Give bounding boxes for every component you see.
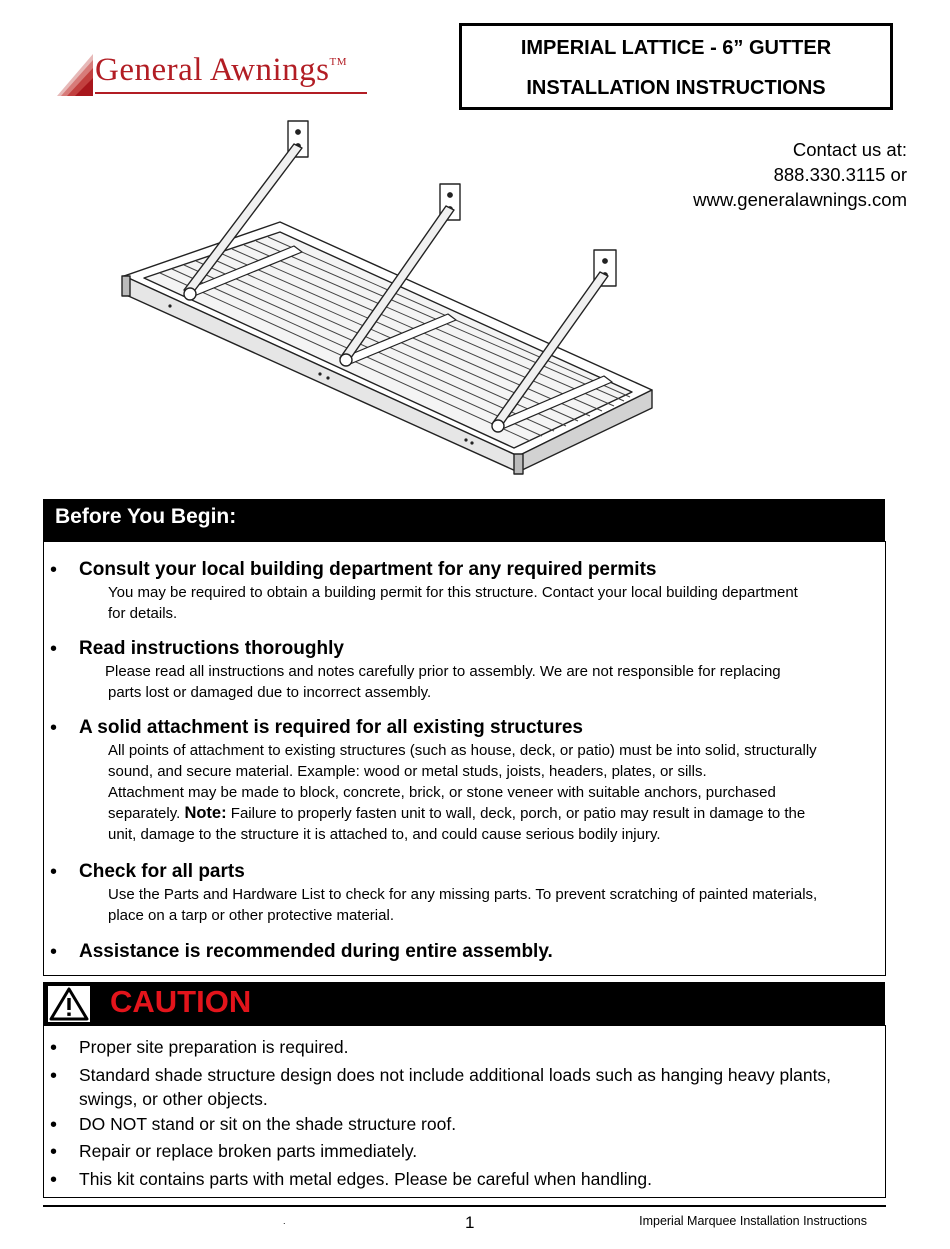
logo-wordmark: General AwningsTM [95,52,348,88]
document-title-box: IMPERIAL LATTICE - 6” GUTTER INSTALLATIO… [459,23,893,110]
caution-panel [43,1025,886,1198]
caution-header [43,982,885,1026]
caution-item-edges: This kit contains parts with metal edges… [79,1169,652,1189]
item-assistance-title: Assistance is recommended during entire … [79,941,553,962]
item-permits-text: You may be required to obtain a building… [108,584,798,622]
caution-title: CAUTION [110,984,252,1019]
warning-triangle-icon [48,986,90,1022]
caution-item-loads: Standard shade structure design does not… [79,1065,832,1109]
caution-item-site: Proper site preparation is required. [79,1037,349,1057]
bullet-icon: • [50,638,58,660]
bullet-icon: • [50,1169,58,1191]
bullet-icon: • [50,1114,58,1136]
caution-item-roof: DO NOT stand or sit on the shade structu… [79,1114,457,1134]
title-line-2: INSTALLATION INSTRUCTIONS [526,77,826,99]
logo-underline [95,92,367,94]
item-attachment-text: All points of attachment to existing str… [108,742,817,843]
item-attachment-title: A solid attachment is required for all e… [79,717,583,738]
contact-label: Contact us at: [792,139,907,160]
bullet-icon: • [50,1037,58,1059]
note-label: Note: [184,804,227,822]
bullet-icon: • [50,717,58,739]
logo-mark [57,54,93,96]
contact-block: Contact us at: 888.330.3115 or www.gener… [693,137,907,212]
title-line-1: IMPERIAL LATTICE - 6” GUTTER [520,37,832,59]
before-you-begin-header: Before You Begin: [43,499,885,542]
caution-item-repair: Repair or replace broken parts immediate… [79,1141,418,1161]
item-read-title: Read instructions thoroughly [79,638,344,659]
bullet-icon: • [50,941,58,963]
before-you-begin-panel [43,541,886,976]
item-parts-title: Check for all parts [79,861,245,882]
footer-dot: . [283,1216,286,1226]
awning-illustration [121,120,653,475]
contact-phone: 888.330.3115 or [773,164,907,185]
bullet-icon: • [50,559,58,581]
contact-website[interactable]: www.generalawnings.com [693,189,907,210]
footer-document-name: Imperial Marquee Installation Instructio… [639,1214,867,1228]
bullet-icon: • [50,861,58,883]
item-read-text: Please read all instructions and notes c… [105,663,781,701]
footer-rule [43,1205,886,1207]
item-parts-text: Use the Parts and Hardware List to check… [108,886,818,924]
bullet-icon: • [50,1065,58,1087]
item-permits-title: Consult your local building department f… [79,559,657,580]
bullet-icon: • [50,1141,58,1163]
page-number: 1 [465,1213,475,1232]
